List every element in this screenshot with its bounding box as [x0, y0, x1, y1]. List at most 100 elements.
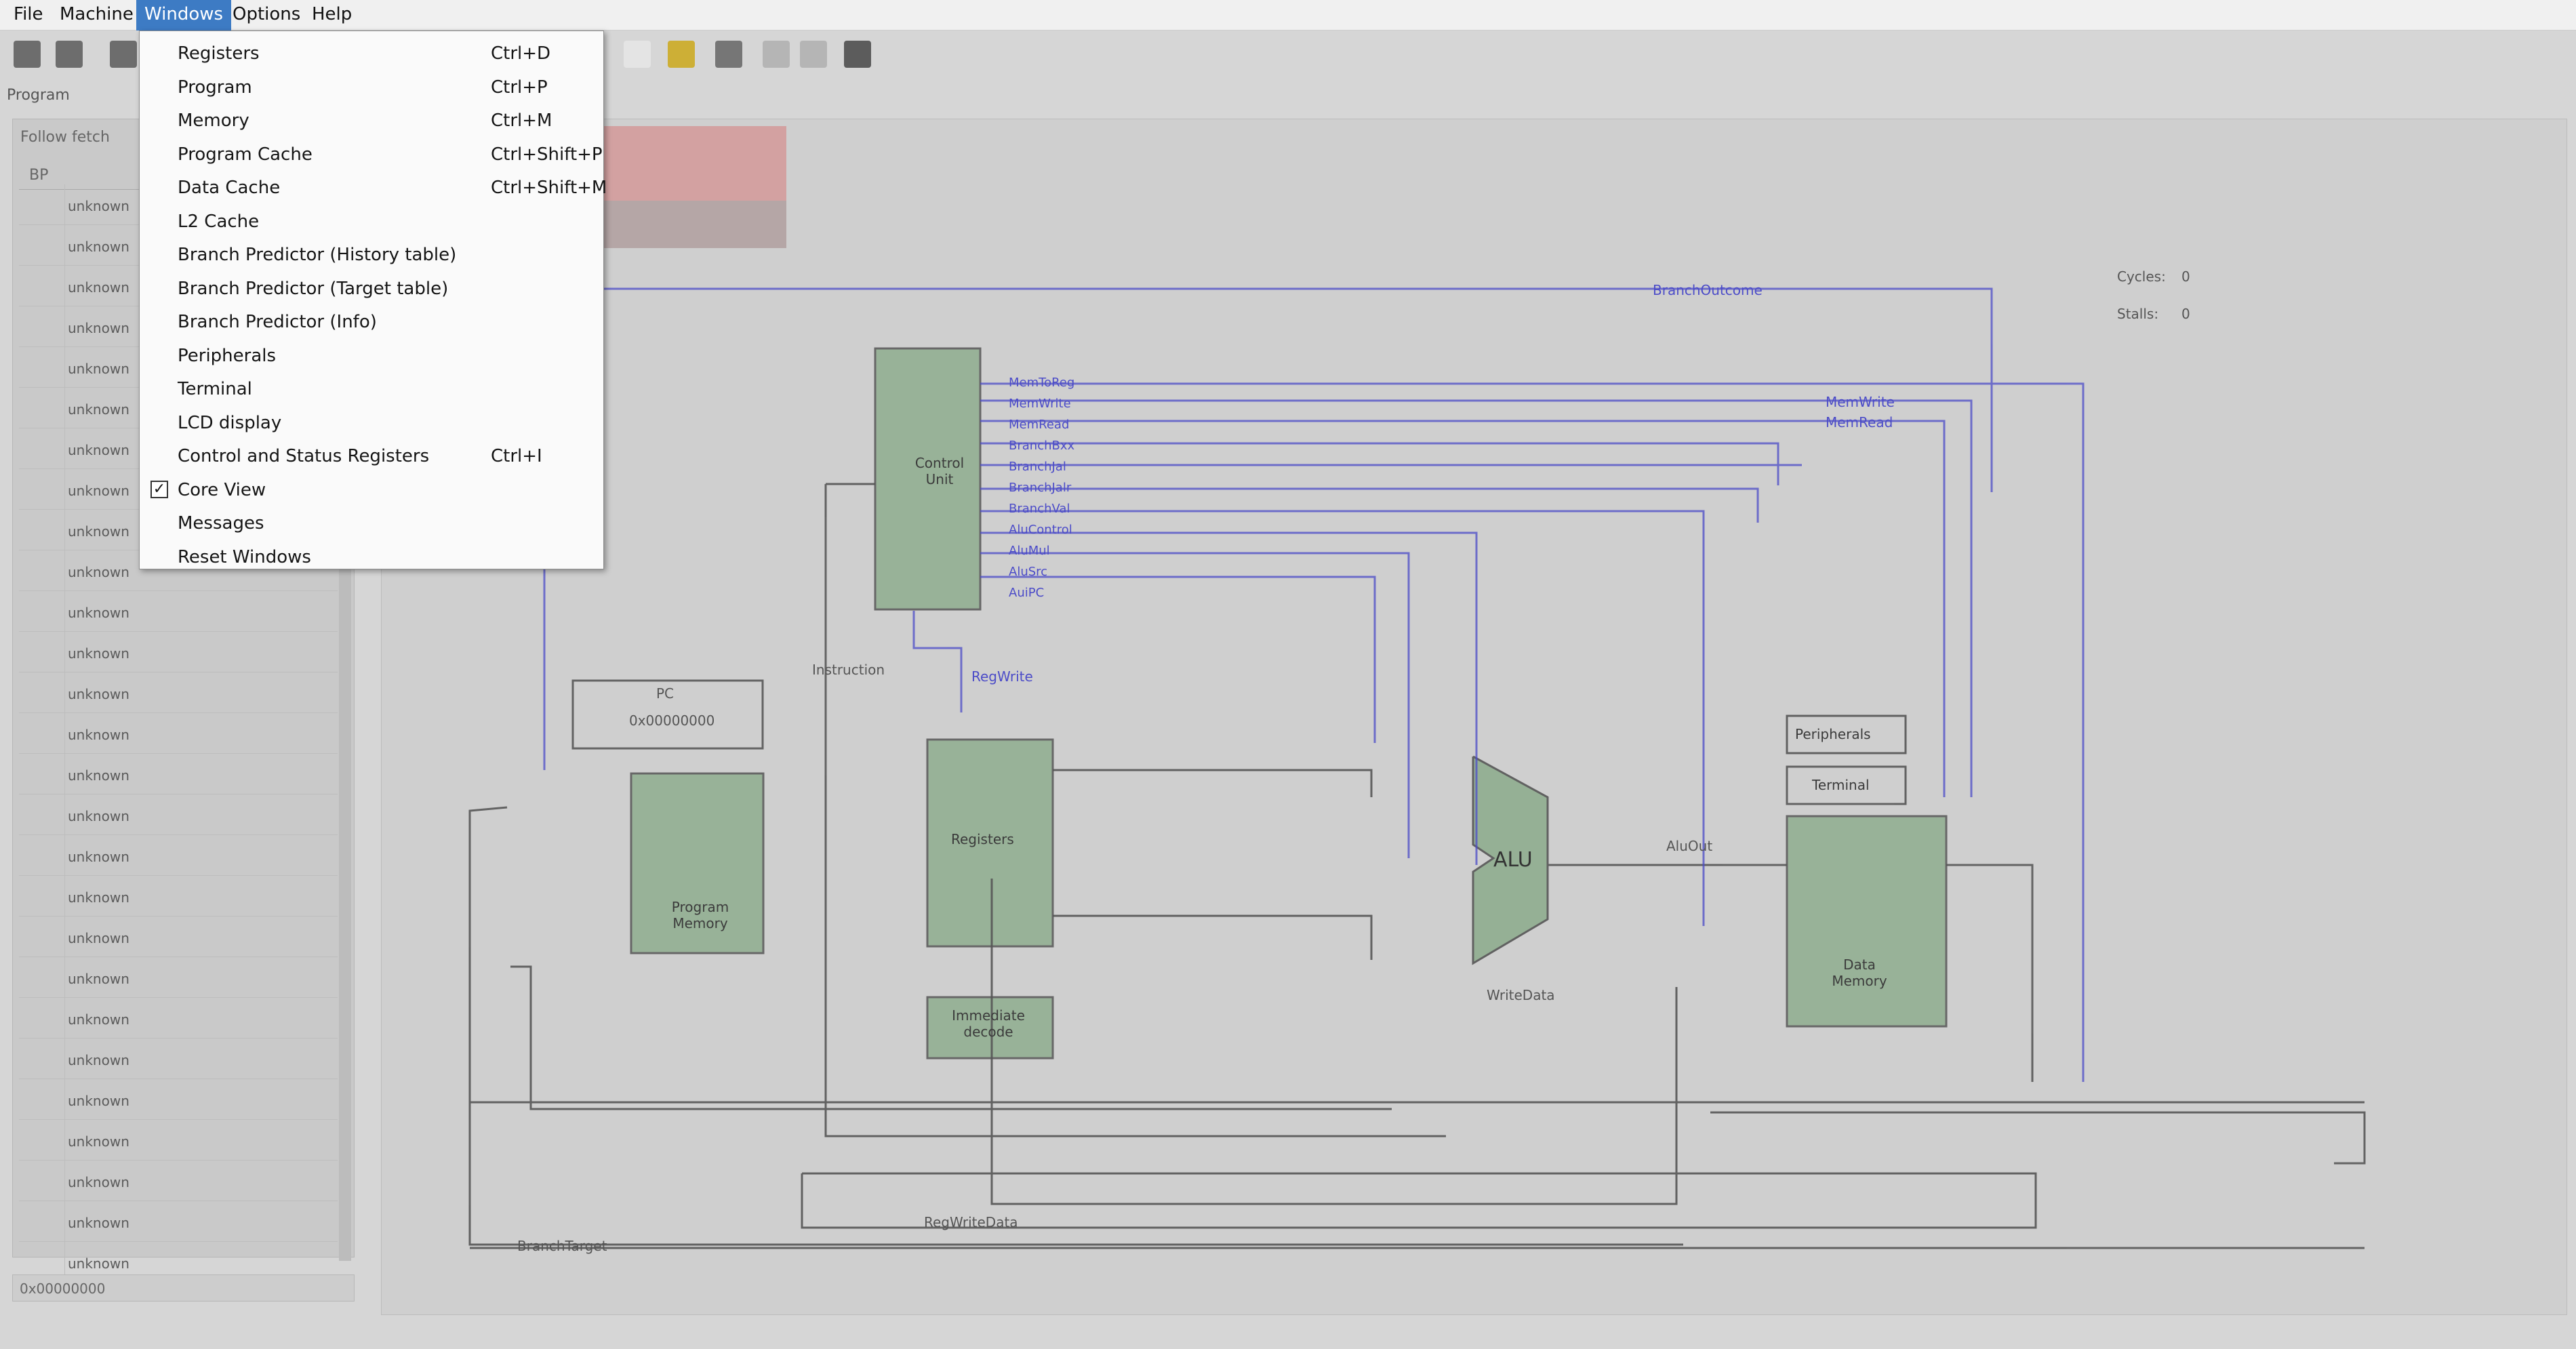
breakpoint-cell[interactable] [19, 672, 65, 713]
program-row-value: unknown [68, 1174, 129, 1190]
regwritedata-label: RegWriteData [924, 1214, 1018, 1230]
windows-menu-item[interactable]: Messages [140, 506, 603, 540]
program-row-value: unknown [68, 767, 129, 784]
program-row[interactable]: unknown [19, 672, 338, 713]
data-memory-block [1786, 815, 1948, 1028]
new-simulation-icon[interactable] [14, 41, 41, 68]
program-row-value: unknown [68, 971, 129, 987]
program-row[interactable]: unknown [19, 713, 338, 754]
windows-menu-item[interactable]: Branch Predictor (History table) [140, 238, 603, 272]
windows-menu-item[interactable]: Branch Predictor (Info) [140, 305, 603, 339]
menu-item-label: Branch Predictor (Target table) [178, 278, 449, 299]
program-row[interactable]: unknown [19, 754, 338, 794]
run-icon[interactable] [110, 41, 137, 68]
program-row[interactable]: unknown [19, 1201, 338, 1242]
windows-menu-item[interactable]: Branch Predictor (Target table) [140, 272, 603, 306]
program-row[interactable]: unknown [19, 835, 338, 876]
menu-item-label: Reset Windows [178, 546, 311, 567]
breakpoint-cell[interactable] [19, 266, 65, 306]
breakpoint-cell[interactable] [19, 754, 65, 794]
breakpoint-cell[interactable] [19, 713, 65, 754]
menu-item-label: Memory [178, 110, 249, 131]
program-row[interactable]: unknown [19, 1120, 338, 1161]
program-row[interactable]: unknown [19, 998, 338, 1039]
menu-windows[interactable]: Windows [136, 0, 232, 31]
breakpoint-cell[interactable] [19, 917, 65, 957]
menu-help[interactable]: Help [312, 4, 353, 24]
program-row[interactable]: unknown [19, 917, 338, 957]
program-row[interactable]: unknown [19, 347, 338, 388]
windows-menu-item[interactable]: Peripherals [140, 339, 603, 373]
breakpoint-cell[interactable] [19, 1201, 65, 1242]
compile-icon[interactable] [800, 41, 827, 68]
check-icon: ✓ [150, 480, 168, 498]
windows-menu-item[interactable]: Terminal [140, 372, 603, 406]
menu-item-label: Core View [178, 479, 266, 500]
breakpoint-cell[interactable] [19, 1161, 65, 1201]
windows-menu-item[interactable]: ✓ Core View [140, 473, 603, 507]
menu-machine[interactable]: Machine [60, 4, 134, 24]
windows-menu-item[interactable]: LCD display [140, 406, 603, 440]
new-file-icon[interactable] [624, 41, 651, 68]
breakpoint-cell[interactable] [19, 184, 65, 225]
breakpoint-cell[interactable] [19, 428, 65, 469]
close-file-icon[interactable] [763, 41, 790, 68]
breakpoint-cell[interactable] [19, 1039, 65, 1079]
program-row[interactable]: unknown [19, 957, 338, 998]
program-row-value: unknown [68, 320, 129, 336]
breakpoint-cell[interactable] [19, 794, 65, 835]
program-row[interactable]: unknown [19, 591, 338, 632]
program-row[interactable]: unknown [19, 550, 338, 591]
program-row-value: unknown [68, 1052, 129, 1068]
breakpoint-cell[interactable] [19, 388, 65, 428]
control-signal-label: AluMul [1009, 544, 1050, 558]
program-row[interactable]: unknown [19, 1161, 338, 1201]
save-icon[interactable] [715, 41, 742, 68]
breakpoint-cell[interactable] [19, 347, 65, 388]
reload-icon[interactable] [56, 41, 83, 68]
breakpoint-cell[interactable] [19, 998, 65, 1039]
program-row[interactable]: unknown [19, 1079, 338, 1120]
control-signal-label: MemRead [1009, 418, 1070, 432]
breakpoint-cell[interactable] [19, 510, 65, 550]
program-row[interactable]: unknown [19, 1039, 338, 1079]
breakpoint-cell[interactable] [19, 1242, 65, 1283]
breakpoint-cell[interactable] [19, 1120, 65, 1161]
menu-options[interactable]: Options [233, 4, 301, 24]
program-row[interactable]: unknown [19, 632, 338, 672]
breakpoint-cell[interactable] [19, 1079, 65, 1120]
open-file-icon[interactable] [668, 41, 695, 68]
program-memory-label: Program Memory [671, 899, 729, 931]
program-row-value: unknown [68, 1093, 129, 1109]
memread-label: MemRead [1826, 414, 1893, 430]
breakpoint-cell[interactable] [19, 550, 65, 591]
follow-fetch-select[interactable]: Follow fetch [20, 129, 110, 146]
program-row[interactable]: unknown [19, 876, 338, 917]
windows-menu-item[interactable]: L2 Cache [140, 205, 603, 239]
breakpoint-cell[interactable] [19, 225, 65, 266]
breakpoint-cell[interactable] [19, 306, 65, 347]
aluout-label: AluOut [1666, 838, 1713, 854]
control-signal-label: MemWrite [1009, 397, 1071, 411]
breakpoint-cell[interactable] [19, 876, 65, 917]
breakpoint-cell[interactable] [19, 632, 65, 672]
program-row[interactable]: unknown [19, 794, 338, 835]
menu-item-label: Data Cache [178, 178, 281, 198]
menu-item-shortcut: Ctrl+D [491, 43, 551, 64]
windows-menu-item[interactable]: Reset Windows [140, 540, 603, 574]
breakpoint-cell[interactable] [19, 957, 65, 998]
menu-file[interactable]: File [14, 4, 43, 24]
regwrite-label: RegWrite [971, 668, 1033, 685]
core-view-canvas: Cycles: 0 Stalls: 0 Control Unit Registe… [381, 119, 2567, 1315]
breakpoint-cell[interactable] [19, 591, 65, 632]
breakpoint-cell[interactable] [19, 835, 65, 876]
program-row-value: unknown [68, 361, 129, 377]
breakpoint-cell[interactable] [19, 469, 65, 510]
tag-icon[interactable] [844, 41, 871, 68]
